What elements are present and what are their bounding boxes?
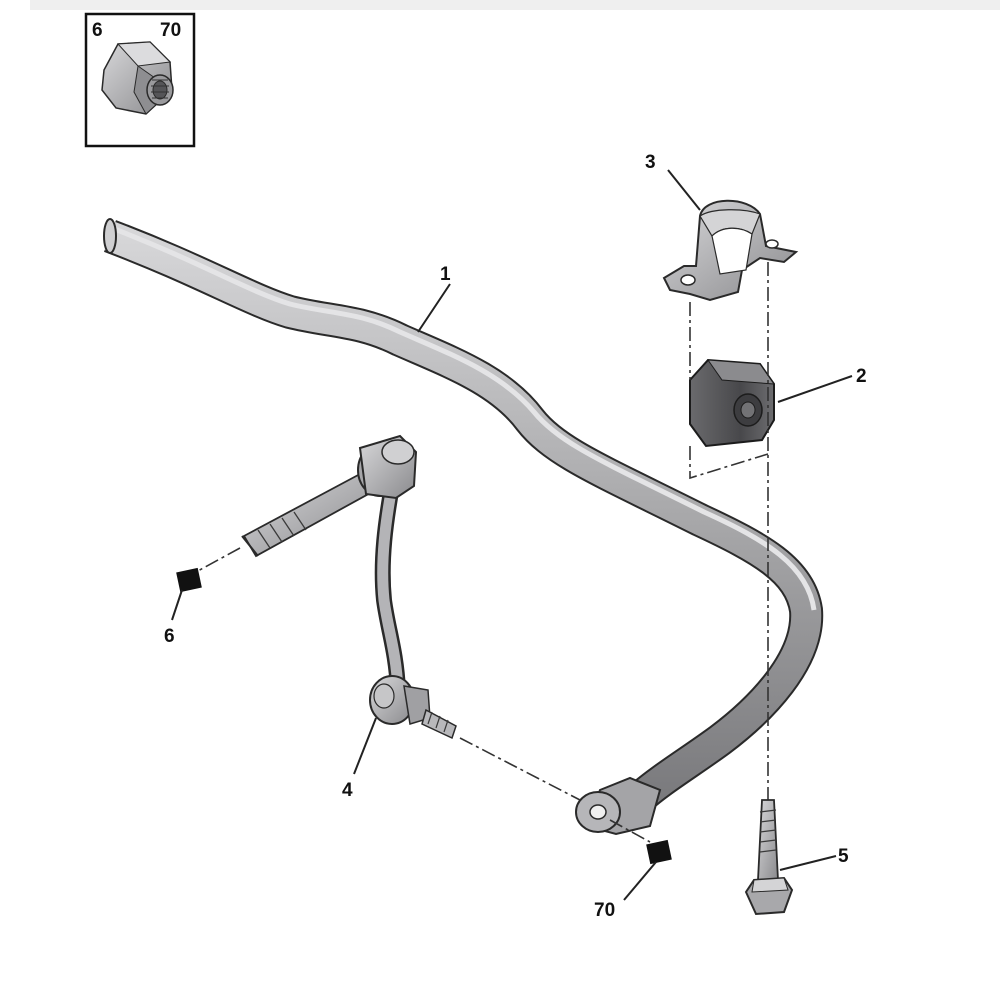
bar-end-eyelet — [575, 776, 662, 836]
stabilizer-bar — [103, 218, 824, 836]
mounting-bracket — [662, 199, 799, 302]
callout-70: 70 — [594, 900, 615, 921]
callout-5: 5 — [838, 846, 849, 867]
rubber-bushing — [689, 358, 776, 448]
upper-stud — [241, 472, 374, 558]
inset-label-6: 6 — [92, 20, 103, 41]
top-scroll-strip — [30, 0, 1000, 10]
inset-nut-detail: 6 70 — [84, 12, 196, 148]
lower-stud — [421, 708, 457, 740]
square-marker-icon — [176, 567, 202, 593]
hex-nut-icon — [101, 41, 174, 115]
callout-3: 3 — [645, 152, 656, 173]
callout-2: 2 — [856, 366, 867, 387]
square-marker-icon — [646, 839, 672, 865]
lower-ball-joint — [369, 675, 431, 725]
assembly-lines — [195, 262, 769, 843]
callout-4: 4 — [342, 780, 353, 801]
leader-lines — [171, 169, 853, 901]
callout-1: 1 — [440, 264, 451, 285]
callout-6: 6 — [164, 626, 175, 647]
upper-ball-joint — [357, 434, 418, 500]
mounting-bolt — [744, 799, 794, 916]
stabilizer-link — [241, 434, 457, 740]
inset-label-70: 70 — [160, 20, 181, 41]
